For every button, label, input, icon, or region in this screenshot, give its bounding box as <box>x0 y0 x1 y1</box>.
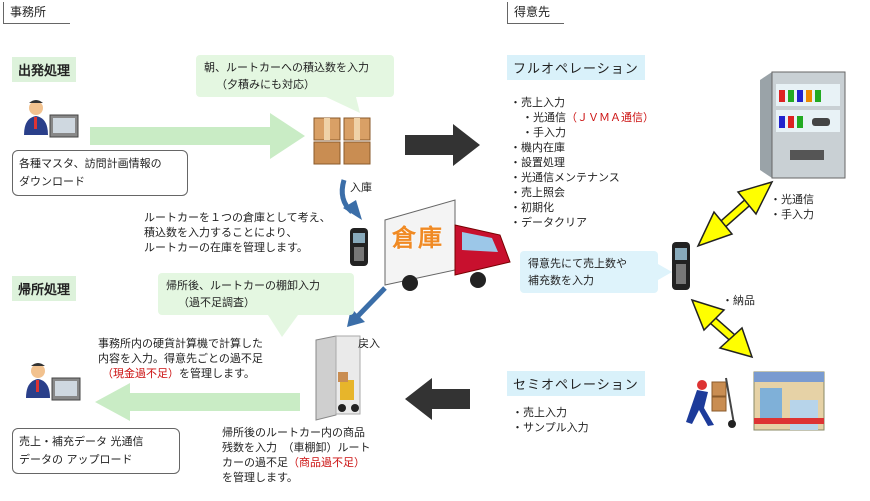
yellow-arrow-lower <box>690 298 754 359</box>
semi-operation-title: セミオペレーション <box>507 371 645 396</box>
full-operation-list: ・売上入力 ・光通信（ＪＶＭＡ通信） ・手入力 ・機内在庫 ・設置処理 ・光通信… <box>510 95 654 230</box>
full-op-item: ・売上照会 <box>510 186 565 199</box>
customer-bubble-line-1: 得意先にて売上数や <box>528 257 627 270</box>
inventory-bubble-line-2: （過不足調査） <box>178 296 255 309</box>
residual-note-line-1: 帰所後のルートカー内の商品 <box>222 426 365 439</box>
download-task-line-1: 各種マスタ、訪問計画情報の <box>19 157 162 170</box>
customer-bubble-tail <box>658 264 672 280</box>
vending-input-labels: ・光通信 ・手入力 <box>770 192 814 222</box>
product-discrepancy-highlight: （商品過不足） <box>288 456 365 469</box>
route-car-note: ルートカーを１つの倉庫として考え、 積込数を入力することにより、 ルートカーの在… <box>144 210 331 255</box>
office-worker-icon-bottom <box>26 363 81 401</box>
cardboard-boxes-icon <box>313 117 371 165</box>
customer-header: 得意先 <box>507 2 564 24</box>
handheld-terminal-icon-customer <box>672 242 690 290</box>
loading-bubble-tail <box>326 97 360 113</box>
delivery-label: ・納品 <box>722 294 755 307</box>
handheld-terminal-icon-office <box>350 228 368 266</box>
semi-operation-list: ・売上入力 ・サンプル入力 <box>512 405 589 435</box>
route-note-line-1: ルートカーを１つの倉庫として考え、 <box>144 211 331 224</box>
full-op-item: ・初期化 <box>510 201 554 214</box>
semi-op-item: ・売上入力 <box>512 406 567 419</box>
download-task-box: 各種マスタ、訪問計画情報の ダウンロード <box>12 150 188 196</box>
full-op-item: ・売上入力 <box>510 96 565 109</box>
full-op-item-text: ・光通信 <box>522 111 566 124</box>
return-in-label: 戻入 <box>358 337 380 350</box>
dark-arrow-right <box>405 124 480 166</box>
inventory-bubble-tail <box>268 315 298 337</box>
vending-label-2: ・手入力 <box>770 208 814 221</box>
cash-discrepancy-note: 事務所内の硬貨計算機で計算した 内容を入力。得意先ごとの過不足 （現金過不足）を… <box>98 336 263 381</box>
inventory-bubble: 帰所後、ルートカーの棚卸入力 （過不足調査） <box>158 273 354 337</box>
delivery-person-icon <box>686 377 736 428</box>
customer-bubble-line-2: 補充数を入力 <box>528 274 594 287</box>
full-op-item: ・光通信（ＪＶＭＡ通信） <box>510 110 654 125</box>
route-note-line-2: 積込数を入力することにより、 <box>144 226 298 239</box>
cash-discrepancy-highlight: （現金過不足） <box>102 367 179 380</box>
loading-bubble: 朝、ルートカーへの積込数を入力 （夕積みにも対応） <box>196 55 394 113</box>
office-header: 事務所 <box>3 2 70 24</box>
dark-arrow-left <box>405 378 470 420</box>
download-task-line-2: ダウンロード <box>19 175 85 188</box>
office-note-line-3: を管理します。 <box>179 367 255 380</box>
vending-machine-icon <box>760 71 846 179</box>
customer-input-bubble: 得意先にて売上数や 補充数を入力 <box>520 251 672 293</box>
office-worker-icon-top <box>24 100 79 138</box>
upload-task-line-1: 売上・補充データ 光通信 <box>19 435 144 448</box>
full-op-item: ・データクリア <box>510 216 587 229</box>
loading-bubble-line-1: 朝、ルートカーへの積込数を入力 <box>204 61 369 74</box>
warehouse-in-label: 入庫 <box>350 181 372 194</box>
route-note-line-3: ルートカーの在庫を管理します。 <box>144 241 308 254</box>
truck-warehouse-label: 倉庫 <box>392 224 444 252</box>
return-section-title: 帰所処理 <box>12 276 77 301</box>
upload-task-box: 売上・補充データ 光通信 データの アップロード <box>12 428 180 474</box>
yellow-arrow-upper <box>696 180 774 248</box>
semi-op-item: ・サンプル入力 <box>512 421 589 434</box>
upload-task-line-2: データの アップロード <box>19 453 133 466</box>
office-note-line-1: 事務所内の硬貨計算機で計算した <box>98 337 263 350</box>
product-discrepancy-note: 帰所後のルートカー内の商品 残数を入力 （車棚卸）ルート カーの過不足（商品過不… <box>222 425 371 485</box>
delivery-truck-icon <box>384 199 511 291</box>
residual-note-line-3: カーの過不足 <box>222 456 288 469</box>
inventory-bubble-line-1: 帰所後、ルートカーの棚卸入力 <box>166 279 320 292</box>
full-operation-title: フルオペレーション <box>507 55 645 80</box>
blue-arrow-return <box>354 286 387 320</box>
full-op-item: ・手入力 <box>522 126 566 139</box>
jvma-highlight: （ＪＶＭＡ通信） <box>566 111 654 124</box>
office-note-line-2: 内容を入力。得意先ごとの過不足 <box>98 352 263 365</box>
residual-note-line-4: を管理します。 <box>222 471 298 484</box>
full-op-item: ・機内在庫 <box>510 141 565 154</box>
full-op-item: ・設置処理 <box>510 156 565 169</box>
store-icon <box>753 371 825 431</box>
green-arrow-departure <box>90 113 305 159</box>
departure-section-title: 出発処理 <box>12 57 77 82</box>
green-arrow-return <box>95 383 300 421</box>
vending-label-1: ・光通信 <box>770 193 814 206</box>
residual-note-line-2: 残数を入力 （車棚卸）ルート <box>222 441 371 454</box>
loading-bubble-line-2: （夕積みにも対応） <box>216 78 315 91</box>
warehouse-forklift-icon <box>315 335 361 421</box>
full-op-item: ・光通信メンテナンス <box>510 171 620 184</box>
